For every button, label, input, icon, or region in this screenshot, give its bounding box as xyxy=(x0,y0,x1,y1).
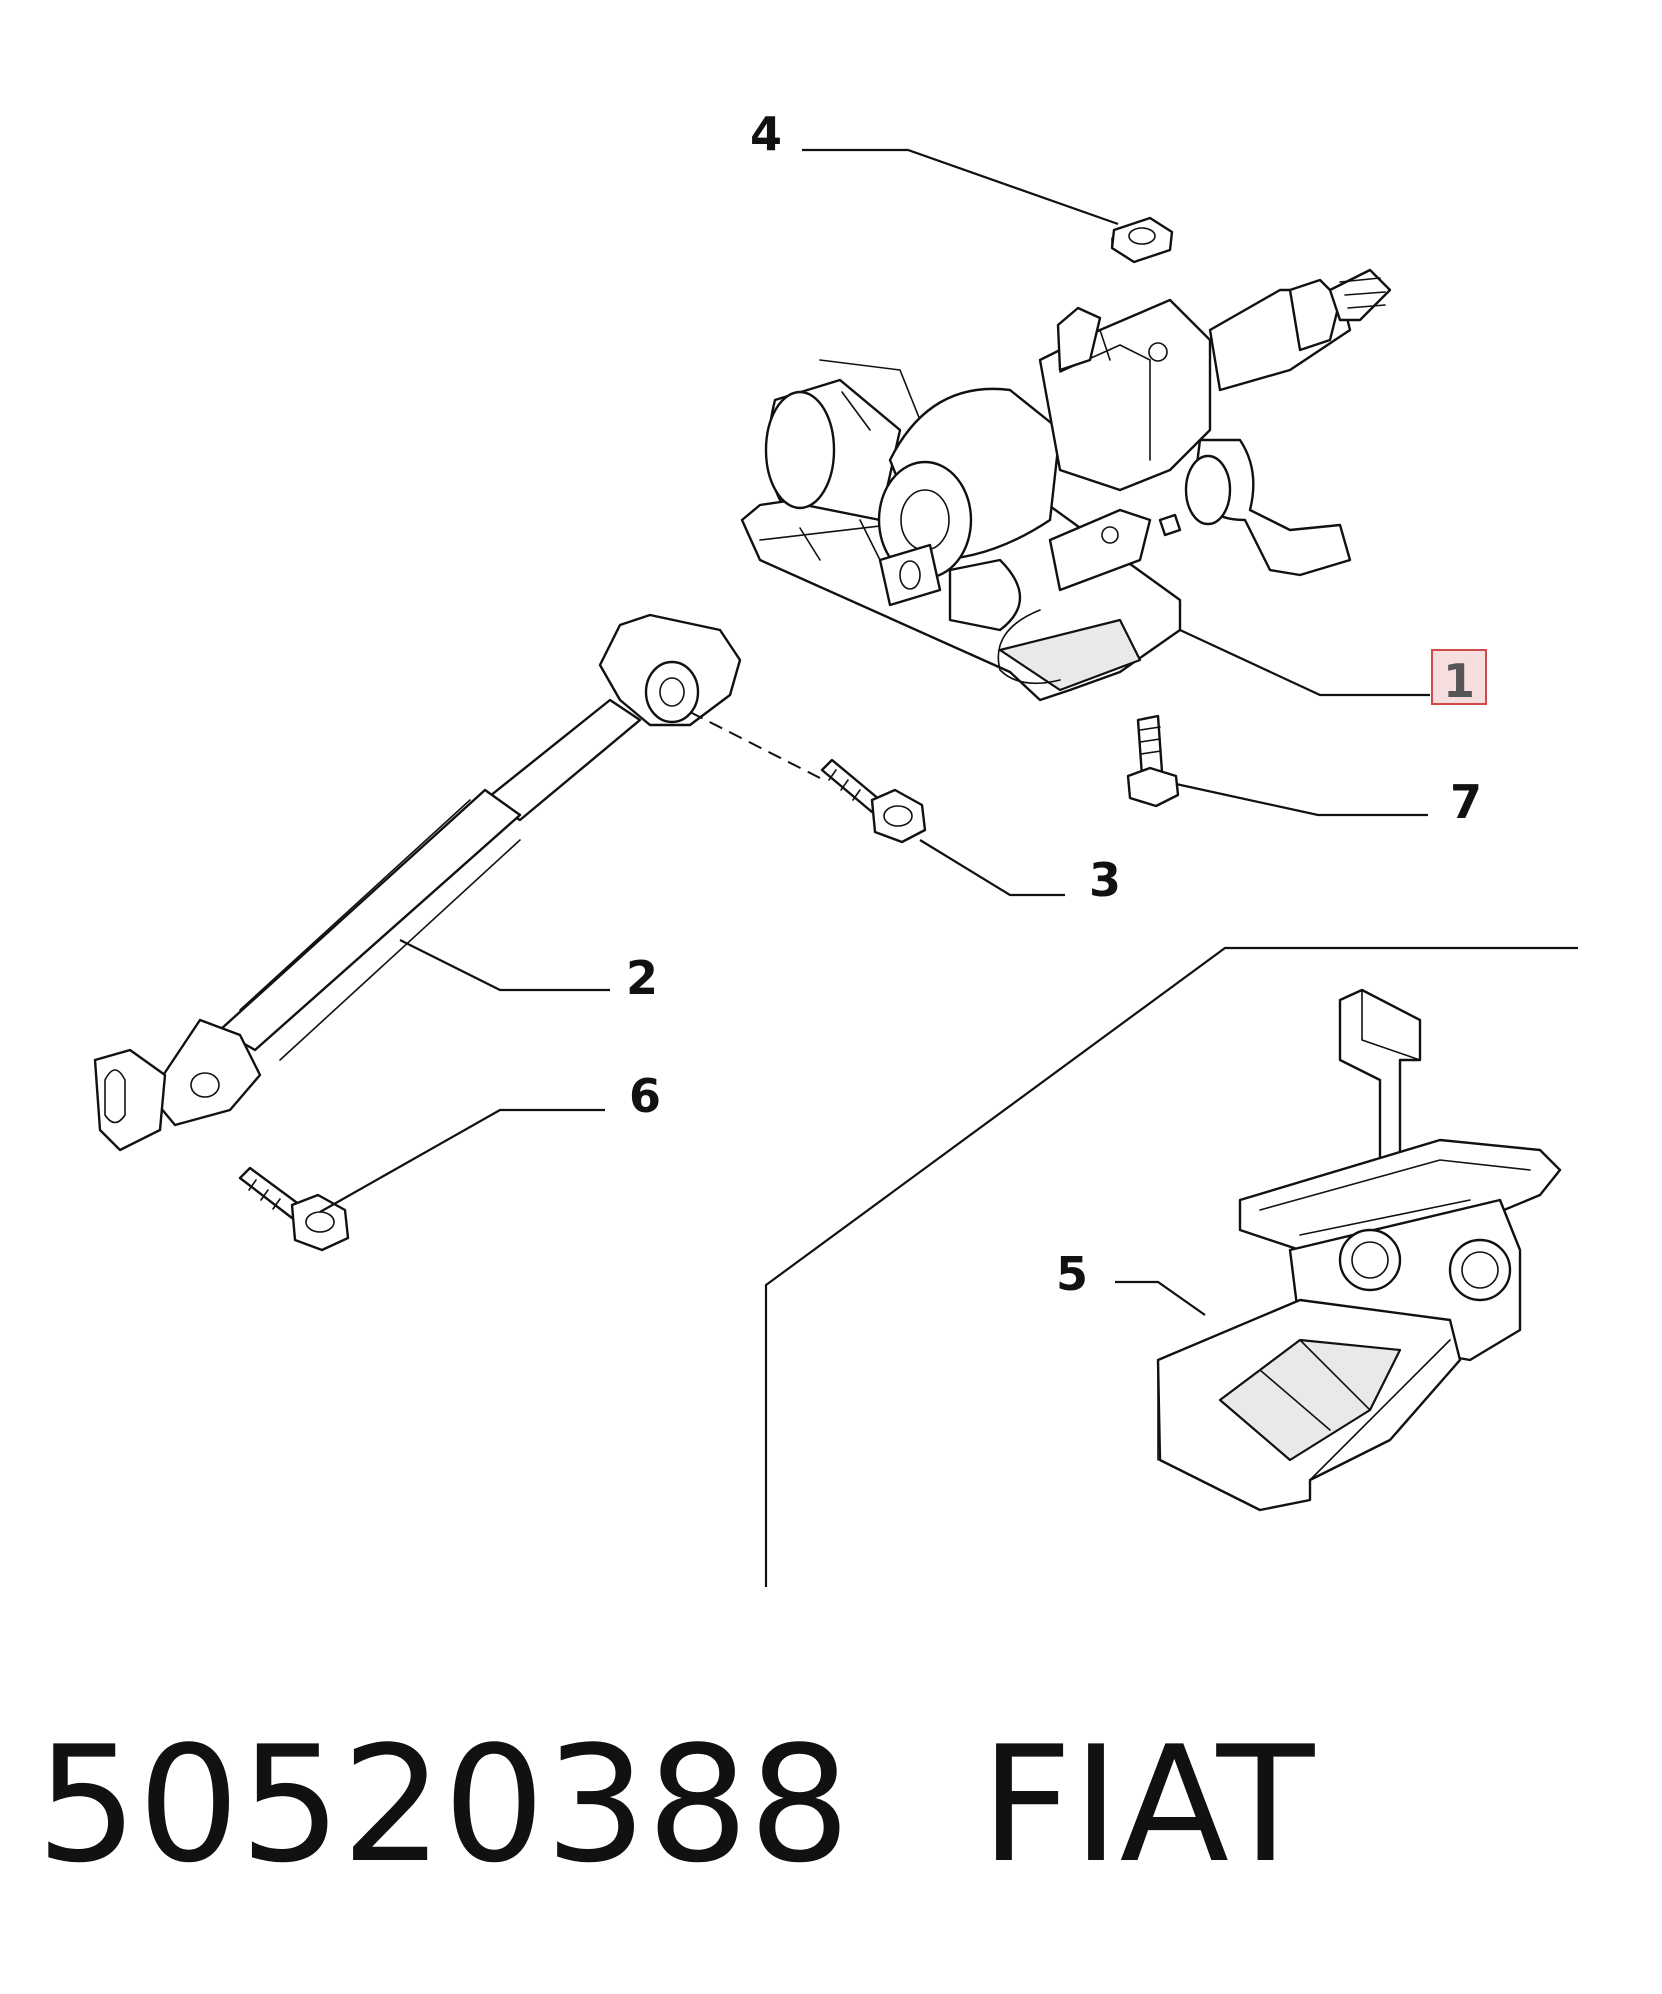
callout-3: 3 xyxy=(1089,853,1121,907)
leader-line-7 xyxy=(1175,782,1428,817)
callout-7: 7 xyxy=(1450,775,1482,829)
part-2-intermediate-shaft xyxy=(93,613,742,1152)
part-5-bracket xyxy=(1156,988,1562,1512)
callout-5: 5 xyxy=(1056,1247,1088,1301)
assembly-dashed-line xyxy=(689,711,821,779)
leader-line-6 xyxy=(319,1108,605,1213)
callout-2: 2 xyxy=(626,951,658,1005)
leader-line-4 xyxy=(802,148,1119,226)
part-caption: 50520388 FIAT xyxy=(36,1690,1314,1920)
leader-line-3 xyxy=(919,839,1065,897)
callout-1: 1 xyxy=(1443,654,1475,708)
part-7-bolt xyxy=(1126,714,1180,808)
leader-line-2 xyxy=(399,939,610,992)
part-4-nut xyxy=(1110,216,1174,264)
callout-4: 4 xyxy=(750,107,782,161)
part-1-steering-column xyxy=(740,268,1392,702)
leader-line-5 xyxy=(1115,1280,1206,1316)
part-3-bolt xyxy=(820,758,927,844)
part-number: 50520388 xyxy=(36,1711,851,1898)
section-divider-line xyxy=(764,946,1578,1587)
callout-6: 6 xyxy=(629,1069,661,1123)
callout-1-highlight: 1 xyxy=(1431,649,1487,708)
leader-line-1 xyxy=(1179,629,1430,697)
brand-name: FIAT xyxy=(980,1711,1315,1898)
part-6-bolt xyxy=(238,1166,350,1252)
